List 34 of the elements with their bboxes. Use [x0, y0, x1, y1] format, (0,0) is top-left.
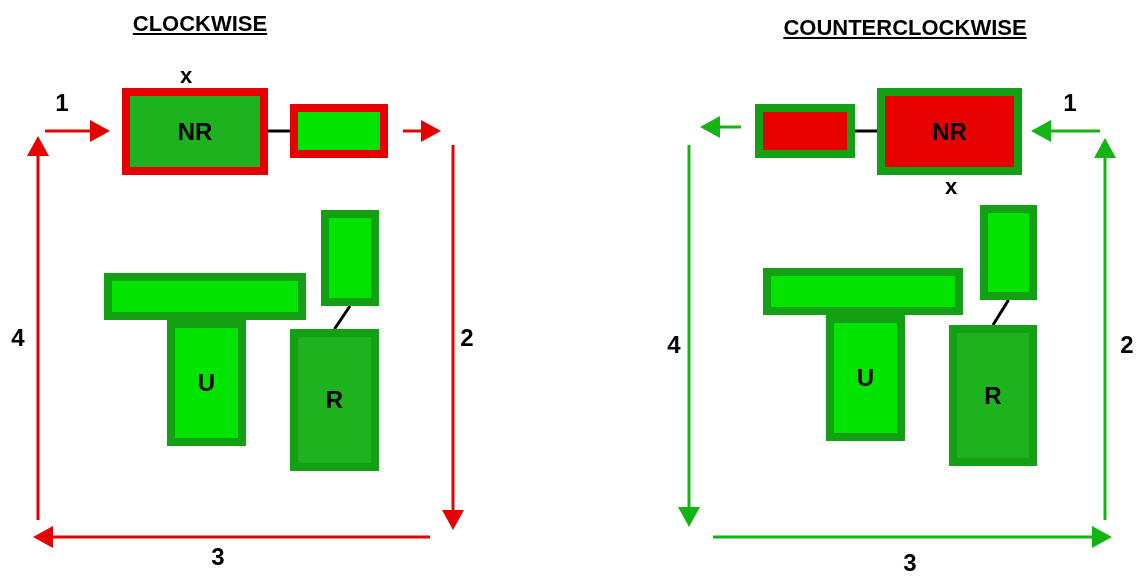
step-number: 4 [11, 326, 25, 350]
rectangle-box [949, 325, 1037, 466]
step-number: 1 [55, 91, 69, 115]
step-number: 4 [667, 333, 681, 357]
connector-line [268, 129, 290, 133]
rectangle-box [763, 268, 963, 315]
rectangle-box [167, 320, 246, 446]
node-label: NR [932, 117, 967, 146]
rectangle-box [290, 104, 388, 158]
connector-line [991, 299, 1010, 326]
heading: COUNTERCLOCKWISE [783, 17, 1027, 39]
rectangle-box [122, 88, 268, 175]
rectangle-box [104, 273, 306, 320]
rectangle-box [980, 205, 1037, 300]
node-label: U [197, 369, 216, 397]
rectangle-box [826, 315, 905, 441]
step-number: 3 [211, 545, 225, 569]
step-number: 3 [903, 551, 917, 575]
step-number: 2 [1120, 333, 1134, 357]
rectangle-box [877, 88, 1022, 175]
heading: CLOCKWISE [132, 13, 268, 35]
step-number: 2 [460, 326, 474, 350]
node-label: NR [177, 117, 213, 146]
node-label: U [856, 364, 875, 392]
rectangle-box [321, 210, 379, 306]
node-label: R [984, 381, 1002, 410]
connector-line [855, 129, 877, 133]
step-number: 1 [1063, 91, 1077, 115]
rectangle-box [290, 329, 379, 471]
connector-line [333, 305, 352, 330]
cross-mark: x [944, 176, 958, 198]
rectangle-box [755, 104, 855, 158]
cross-mark: x [179, 65, 193, 87]
node-label: R [325, 386, 344, 414]
